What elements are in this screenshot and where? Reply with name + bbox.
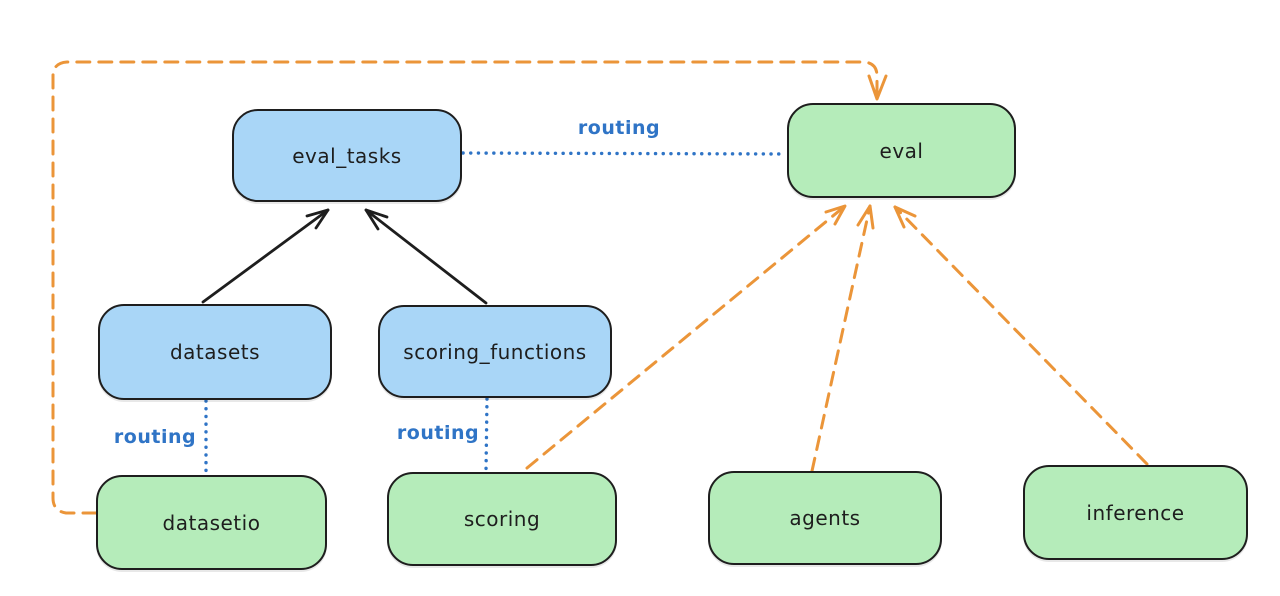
- arrowhead-agents-to-eval: [856, 204, 875, 230]
- routing-label-scoring-functions-scoring: routing: [396, 422, 480, 444]
- node-datasetio: datasetio: [96, 475, 327, 570]
- node-inference-label: inference: [1086, 500, 1185, 525]
- node-scoring-functions: scoring_functions: [378, 305, 612, 398]
- routing-label-eval-tasks-eval: routing: [577, 117, 661, 139]
- node-scoring-label: scoring: [463, 507, 541, 531]
- node-scoring: scoring: [387, 472, 617, 566]
- edge-scoring-functions-to-eval-tasks: [364, 208, 488, 305]
- node-datasets: datasets: [98, 304, 332, 400]
- arrowhead-datasets-to-eval-tasks: [305, 208, 330, 230]
- routing-label-datasets-datasetio: routing: [113, 426, 197, 448]
- node-agents: agents: [708, 471, 942, 565]
- node-eval: eval: [787, 103, 1016, 198]
- node-eval-label: eval: [879, 138, 924, 163]
- node-inference: inference: [1023, 465, 1248, 560]
- node-agents-label: agents: [789, 506, 861, 530]
- node-datasetio-label: datasetio: [162, 510, 261, 535]
- arrowhead-datasetio-to-eval: [867, 74, 888, 101]
- arrowhead-scoring-to-eval: [824, 204, 847, 226]
- edge-routing-scoring-functions-to-scoring: [484, 397, 489, 473]
- node-eval-tasks: eval_tasks: [232, 109, 462, 202]
- edge-routing-eval-tasks-to-eval: [461, 151, 788, 156]
- edge-scoring-to-eval: [525, 204, 847, 470]
- edge-datasets-to-eval-tasks: [201, 208, 330, 304]
- arrowhead-scoring-functions-to-eval-tasks: [364, 208, 389, 231]
- arrowhead-inference-to-eval: [893, 205, 917, 229]
- node-scoring-functions-label: scoring_functions: [403, 339, 587, 364]
- node-eval-tasks-label: eval_tasks: [292, 143, 402, 168]
- edge-datasetio-to-eval: [51, 60, 879, 515]
- node-datasets-label: datasets: [169, 340, 261, 364]
- edge-inference-to-eval: [893, 205, 1149, 466]
- edge-agents-to-eval: [810, 204, 872, 473]
